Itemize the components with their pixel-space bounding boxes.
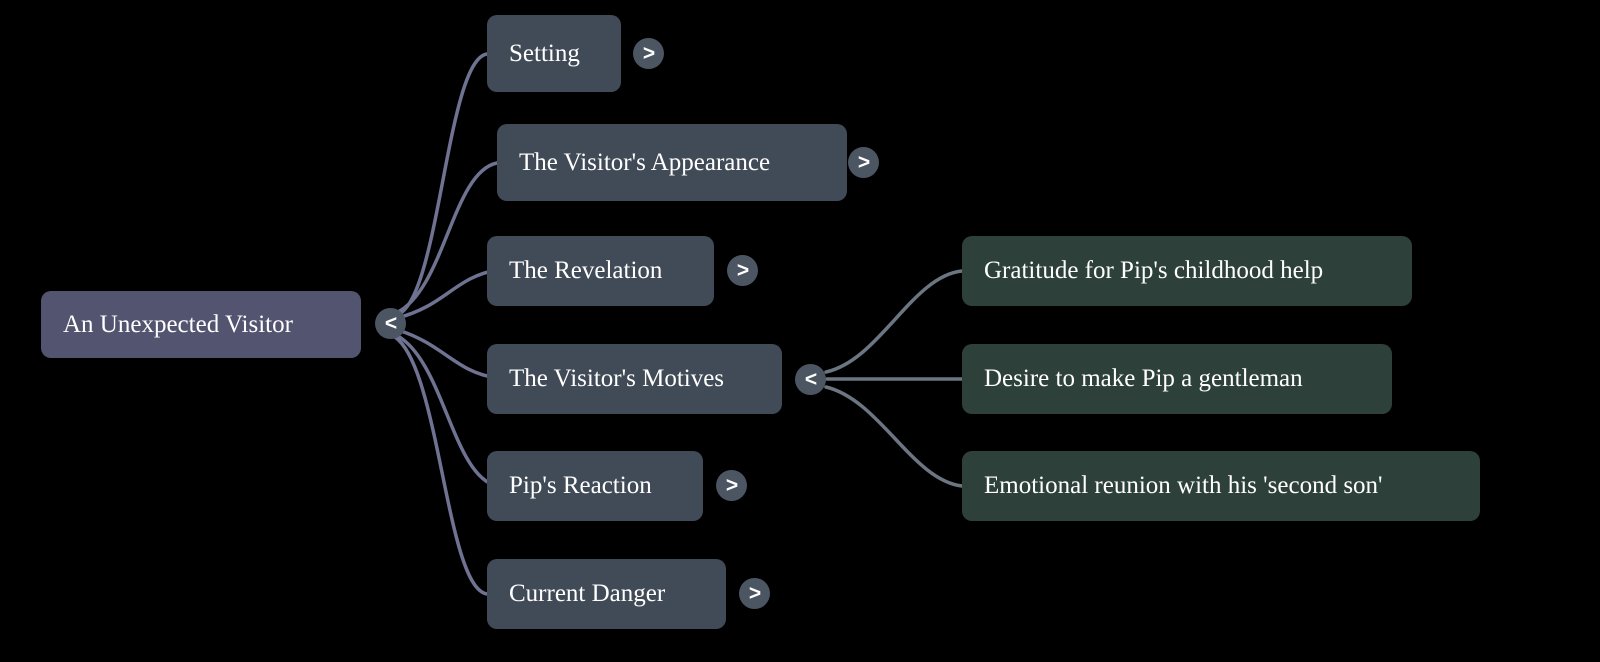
branch-label: The Visitor's Motives bbox=[509, 365, 725, 393]
chevron-right-icon: > bbox=[725, 474, 738, 497]
mindmap-root-node[interactable]: An Unexpected Visitor bbox=[41, 291, 361, 358]
chevron-right-icon: > bbox=[736, 259, 749, 282]
chevron-right-icon: > bbox=[857, 151, 870, 174]
toggle-root[interactable]: < bbox=[375, 308, 406, 339]
branch-label: Current Danger bbox=[509, 580, 666, 608]
mindmap-branch-pips-reaction[interactable]: Pip's Reaction bbox=[487, 451, 703, 521]
leaf-label: Gratitude for Pip's childhood help bbox=[984, 257, 1324, 285]
mindmap-leaf-gratitude[interactable]: Gratitude for Pip's childhood help bbox=[962, 236, 1412, 306]
mindmap-branch-visitors-appearance[interactable]: The Visitor's Appearance bbox=[497, 124, 847, 201]
chevron-right-icon: > bbox=[642, 42, 655, 65]
branch-label: Pip's Reaction bbox=[509, 472, 652, 500]
mindmap-root-label: An Unexpected Visitor bbox=[63, 310, 293, 338]
branch-label: The Revelation bbox=[509, 257, 663, 285]
toggle-current-danger[interactable]: > bbox=[739, 578, 770, 609]
toggle-pips-reaction[interactable]: > bbox=[716, 470, 747, 501]
mindmap-leaf-gentleman[interactable]: Desire to make Pip a gentleman bbox=[962, 344, 1392, 414]
edge-root-appearance bbox=[394, 161, 499, 315]
toggle-visitors-appearance[interactable]: > bbox=[848, 147, 879, 178]
edge-root-revelation bbox=[395, 268, 499, 320]
mindmap-branch-current-danger[interactable]: Current Danger bbox=[487, 559, 726, 629]
chevron-left-icon: < bbox=[804, 368, 817, 391]
edge-root-danger bbox=[393, 335, 489, 596]
mindmap-branch-setting[interactable]: Setting bbox=[487, 15, 621, 92]
branch-label: The Visitor's Appearance bbox=[519, 148, 771, 176]
edge-root-motives bbox=[396, 328, 499, 380]
mindmap-branch-revelation[interactable]: The Revelation bbox=[487, 236, 714, 306]
chevron-right-icon: > bbox=[748, 582, 761, 605]
toggle-visitors-motives[interactable]: < bbox=[795, 364, 826, 395]
toggle-setting[interactable]: > bbox=[633, 38, 664, 69]
edge-root-reaction bbox=[394, 333, 499, 488]
chevron-left-icon: < bbox=[384, 312, 397, 335]
mindmap-branch-visitors-motives[interactable]: The Visitor's Motives bbox=[487, 344, 782, 414]
branch-label: Setting bbox=[509, 39, 580, 67]
leaf-label: Desire to make Pip a gentleman bbox=[984, 365, 1303, 393]
leaf-label: Emotional reunion with his 'second son' bbox=[984, 472, 1383, 500]
edge-motives-gratitude bbox=[824, 269, 964, 374]
toggle-revelation[interactable]: > bbox=[727, 255, 758, 286]
edge-motives-reunion bbox=[824, 385, 964, 488]
mindmap-leaf-reunion[interactable]: Emotional reunion with his 'second son' bbox=[962, 451, 1480, 521]
